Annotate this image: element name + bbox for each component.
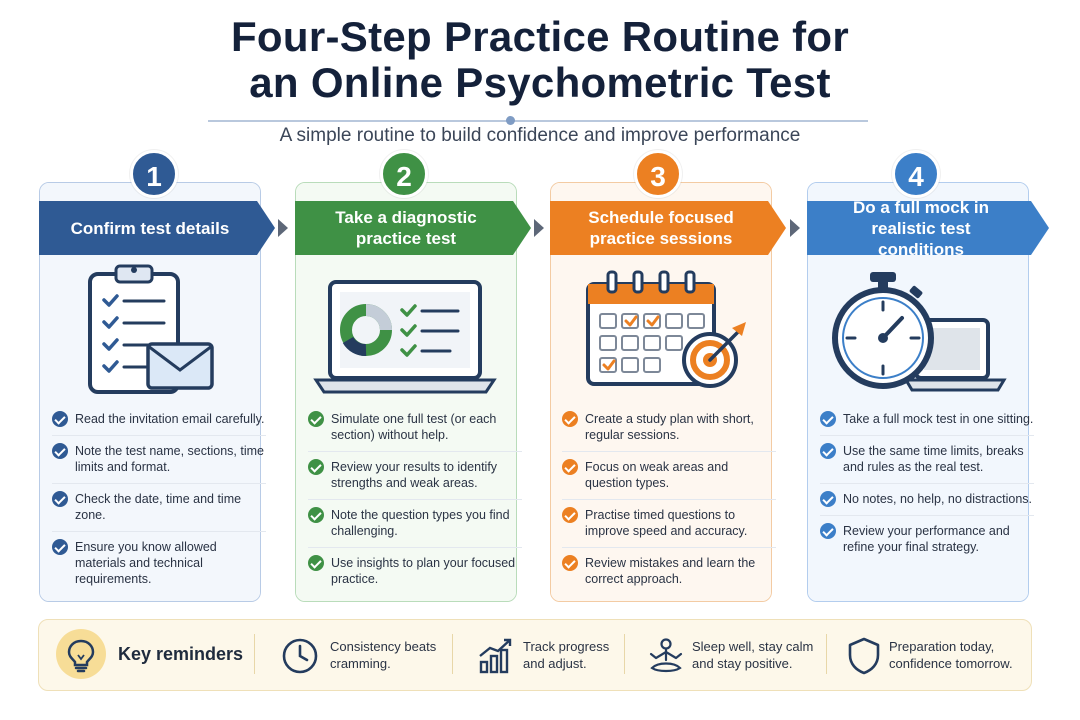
laptop-chart-icon — [310, 262, 500, 402]
list-item: Take a full mock test in one sitting. — [820, 410, 1034, 436]
list-item: Use insights to plan your focused practi… — [308, 554, 522, 595]
lightbulb-icon — [56, 629, 106, 679]
title-divider-dot — [506, 116, 515, 125]
reminder-text-1: Consistency beats cramming. — [330, 639, 437, 671]
check-icon — [820, 491, 836, 507]
check-icon — [562, 555, 578, 571]
step-list-3: Create a study plan with short, regular … — [562, 410, 776, 601]
list-item: Review mistakes and learn the correct ap… — [562, 554, 776, 595]
check-icon — [562, 459, 578, 475]
clock-icon — [280, 636, 320, 681]
step-list-4: Take a full mock test in one sitting. Us… — [820, 410, 1034, 569]
list-item: Practise timed questions to improve spee… — [562, 506, 776, 548]
step-arrow-1 — [278, 219, 288, 237]
check-icon — [308, 411, 324, 427]
reminder-divider — [254, 634, 255, 674]
step-banner-4: Do a full mock in realistic test conditi… — [807, 201, 1049, 255]
page-subtitle: A simple routine to build confidence and… — [279, 125, 801, 146]
reminder-divider — [826, 634, 827, 674]
clipboard-envelope-icon — [80, 262, 230, 402]
page-title: Four-Step Practice Routine for an Online… — [0, 14, 1080, 106]
list-item: Check the date, time and time zone. — [52, 490, 266, 532]
meditation-icon — [646, 636, 686, 681]
check-icon — [52, 491, 68, 507]
step-title-2: Take a diagnostic practice test — [335, 208, 477, 248]
step-list-2: Simulate one full test (or each section)… — [308, 410, 522, 601]
step-title-4: Do a full mock in realistic test conditi… — [852, 197, 990, 259]
step-arrow-2 — [534, 219, 544, 237]
page-title-line-2: an Online Psychometric Test — [249, 59, 831, 106]
page-title-line-1: Four-Step Practice Routine for — [230, 13, 850, 60]
step-arrow-3 — [790, 219, 800, 237]
list-item: Review your results to identify strength… — [308, 458, 522, 500]
reminder-divider — [452, 634, 453, 674]
list-item: No notes, no help, no distractions. — [820, 490, 1034, 516]
check-icon — [308, 459, 324, 475]
check-icon — [820, 523, 836, 539]
step-title-3: Schedule focused practice sessions — [588, 208, 734, 248]
list-item: Note the test name, sections, time limit… — [52, 442, 266, 484]
step-number-2: 2 — [380, 150, 428, 198]
reminder-text-2: Track progress and adjust. — [523, 639, 610, 671]
step-number-1: 1 — [130, 150, 178, 198]
list-item: Focus on weak areas and question types. — [562, 458, 776, 500]
check-icon — [562, 411, 578, 427]
calendar-target-icon — [580, 262, 755, 402]
title-divider — [208, 120, 868, 122]
step-banner-2: Take a diagnostic practice test — [295, 201, 531, 255]
shield-icon — [846, 636, 882, 681]
check-icon — [562, 507, 578, 523]
step-banner-1: Confirm test details — [39, 201, 275, 255]
check-icon — [308, 507, 324, 523]
check-icon — [820, 411, 836, 427]
step-list-1: Read the invitation email carefully. Not… — [52, 410, 266, 601]
check-icon — [52, 539, 68, 555]
reminder-text-4: Preparation today, confidence tomorrow. — [889, 639, 1013, 671]
list-item: Use the same time limits, breaks and rul… — [820, 442, 1034, 484]
stopwatch-laptop-icon — [828, 262, 1008, 402]
key-reminders-title: Key reminders — [118, 644, 244, 664]
list-item: Simulate one full test (or each section)… — [308, 410, 522, 452]
list-item: Review your performance and refine your … — [820, 522, 1034, 563]
step-banner-3: Schedule focused practice sessions — [550, 201, 786, 255]
list-item: Note the question types you find challen… — [308, 506, 522, 548]
key-reminders-panel — [38, 619, 1032, 691]
step-number-4: 4 — [892, 150, 940, 198]
list-item: Ensure you know allowed materials and te… — [52, 538, 266, 595]
step-title-1: Confirm test details — [70, 218, 230, 238]
reminder-divider — [624, 634, 625, 674]
growth-chart-icon — [476, 636, 516, 681]
reminder-text-3: Sleep well, stay calm and stay positive. — [692, 639, 814, 671]
check-icon — [308, 555, 324, 571]
list-item: Create a study plan with short, regular … — [562, 410, 776, 452]
check-icon — [52, 411, 68, 427]
check-icon — [52, 443, 68, 459]
check-icon — [820, 443, 836, 459]
step-number-3: 3 — [634, 150, 682, 198]
list-item: Read the invitation email carefully. — [52, 410, 266, 436]
